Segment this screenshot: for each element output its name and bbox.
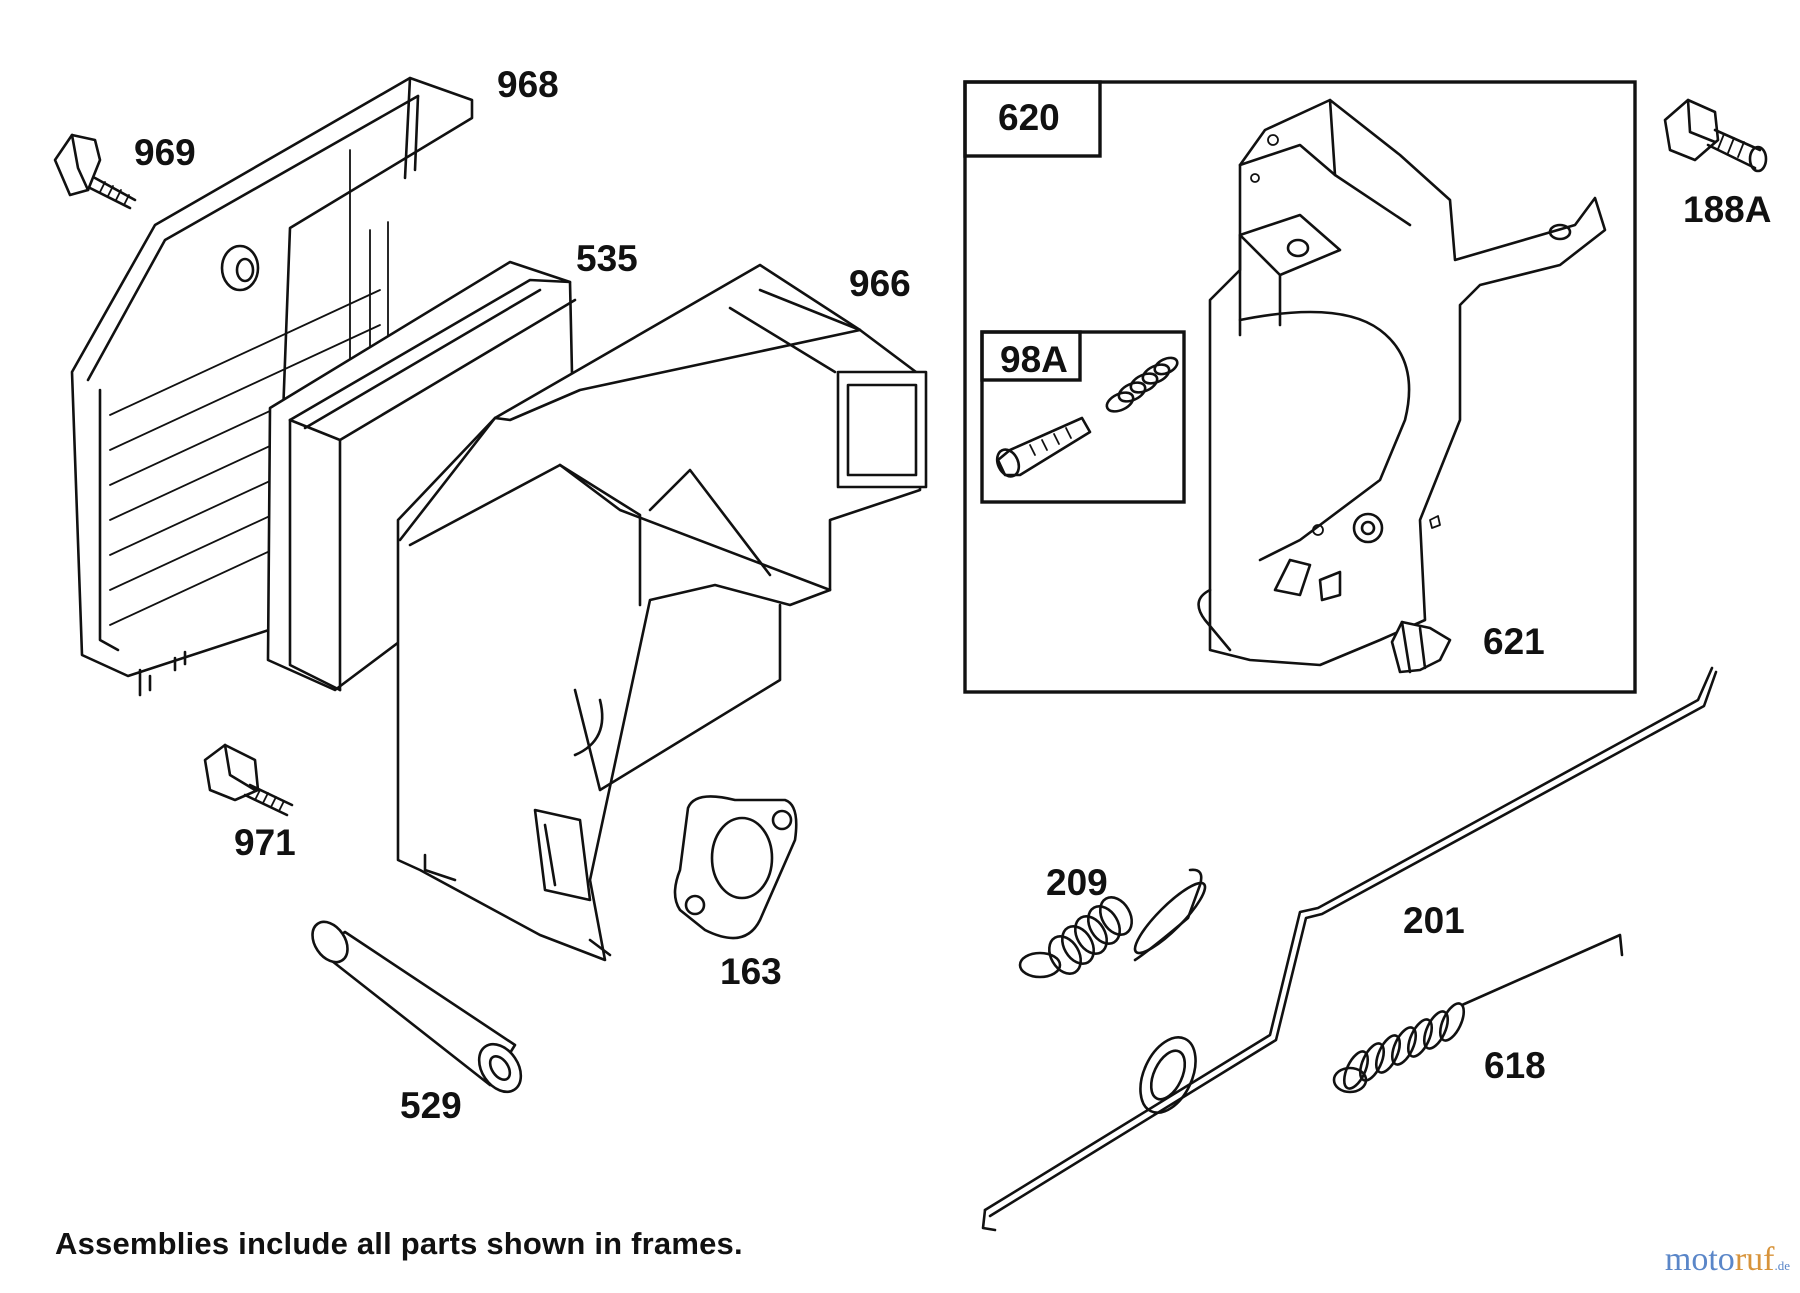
part-971-screw (203, 743, 294, 817)
label-209: 209 (1046, 862, 1108, 903)
label-971: 971 (234, 822, 296, 863)
part-529-tube (311, 920, 523, 1094)
label-98A: 98A (1000, 339, 1068, 380)
assemblies-footnote: Assemblies include all parts shown in fr… (55, 1226, 743, 1261)
label-621: 621 (1483, 621, 1545, 662)
watermark-logo: motoruf.de (1665, 1241, 1790, 1279)
part-535-filter-element (266, 260, 577, 692)
part-163-gasket (673, 795, 798, 940)
watermark-part-1: moto (1664, 1241, 1735, 1278)
label-968: 968 (497, 64, 559, 105)
watermark-part-2: ruf (1734, 1241, 1775, 1278)
part-969-stud (53, 133, 137, 210)
part-201-link-rod (981, 666, 1718, 1232)
label-188A: 188A (1683, 189, 1771, 230)
label-163: 163 (720, 951, 782, 992)
label-620: 620 (998, 97, 1060, 138)
frame-620-assembly (963, 80, 1637, 694)
label-529: 529 (400, 1085, 462, 1126)
label-969: 969 (134, 132, 196, 173)
part-209-spring (1018, 868, 1207, 979)
label-618: 618 (1484, 1045, 1546, 1086)
part-966-air-cleaner-cover (396, 263, 928, 962)
label-966: 966 (849, 263, 911, 304)
label-201: 201 (1403, 900, 1465, 941)
part-188A-bolt (1663, 98, 1768, 173)
part-618-spring (1332, 933, 1624, 1094)
label-535: 535 (576, 238, 638, 279)
watermark-part-3: .de (1774, 1258, 1790, 1273)
